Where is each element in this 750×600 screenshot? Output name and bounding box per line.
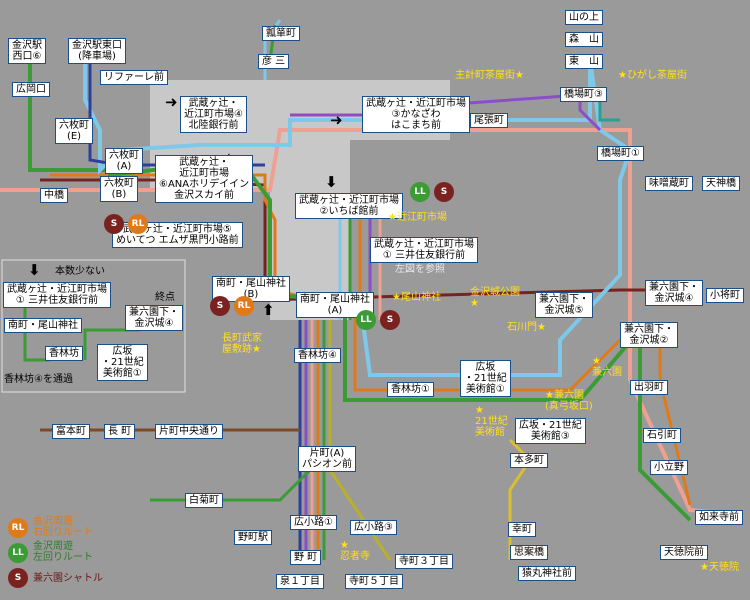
station-hirookaguchi[interactable]: 広岡口 xyxy=(12,82,50,97)
station-misokura[interactable]: 味噌蔵町 xyxy=(645,176,693,191)
badge-rl-meitetsu: RL xyxy=(128,214,148,234)
station-nakahashi[interactable]: 中橋 xyxy=(40,188,68,203)
landmark-nagamachi-samurai: 長町武家 屋敷跡★ xyxy=(222,333,262,355)
inset-title: 本数少ない xyxy=(55,266,105,277)
station-hashibacho3[interactable]: 橋場町③ xyxy=(560,87,607,102)
landmark-tentokuin: ★天徳院 xyxy=(700,562,739,573)
arrow-up-1: ⬆ xyxy=(262,301,275,319)
station-nomachi[interactable]: 野 町 xyxy=(290,550,322,565)
station-rokumaicho-a[interactable]: 六枚町 (A) xyxy=(105,148,143,174)
station-hikoso[interactable]: 彦 三 xyxy=(258,54,290,69)
legend-rl-label: 金沢周遊 右回りルート xyxy=(33,516,93,538)
arrow-down-inset: ⬇ xyxy=(28,261,41,279)
shiraume-line xyxy=(150,468,312,502)
inset-stop-mitsui[interactable]: 武蔵ヶ辻・近江町市場 ① 三井住友銀行前 xyxy=(3,282,111,308)
station-rifare[interactable]: リファーレ前 xyxy=(100,70,168,85)
badge-s-ichiba: S xyxy=(434,182,454,202)
station-katamachi-chuo[interactable]: 片町中央通り xyxy=(155,424,223,439)
station-musashi-mitsui[interactable]: 武蔵ヶ辻・近江町市場 ① 三井住友銀行前 xyxy=(370,237,478,263)
station-teramachi3[interactable]: 寺町３丁目 xyxy=(395,554,453,569)
station-kanazawa-west[interactable]: 金沢駅 西口⑥ xyxy=(8,38,46,64)
shuttle-route xyxy=(40,178,670,302)
badge-s-meitetsu: S xyxy=(104,214,124,234)
arrow-right-1: ➜ xyxy=(165,93,178,111)
badge-rl-minamicho-b: RL xyxy=(234,296,254,316)
station-saiwaicho[interactable]: 幸町 xyxy=(508,522,536,537)
station-ishibikicho[interactable]: 石引町 xyxy=(643,428,681,443)
station-higashiyama[interactable]: 東 山 xyxy=(565,54,603,69)
badge-ll-minamicho-a: LL xyxy=(356,310,376,330)
landmark-kazuemachi-chaya: 主計町茶屋街★ xyxy=(455,70,524,81)
legend-s-badge: S xyxy=(8,568,28,588)
landmark-ninja-temple: ★ 忍者寺 xyxy=(340,540,370,562)
station-kotatsuno[interactable]: 小立野 xyxy=(650,460,688,475)
station-hirosaka-21-1[interactable]: 広坂 ・21世紀 美術館① xyxy=(460,360,511,397)
station-honda[interactable]: 本多町 xyxy=(510,453,548,468)
station-musashi-ana[interactable]: 武蔵ヶ辻・ 近江町市場 ⑥ANAホリデイイン 金沢スカイ前 xyxy=(155,155,254,203)
station-tomimotocho[interactable]: 富本町 xyxy=(52,424,90,439)
station-yamanoue[interactable]: 山の上 xyxy=(565,10,603,25)
station-kenrokuen-shita5[interactable]: 兼六園下・ 金沢城⑤ xyxy=(535,292,593,318)
station-musashi-hokuriku[interactable]: 武蔵ヶ辻・ 近江町市場④ 北陸銀行前 xyxy=(180,96,247,133)
landmark-museum21: ★ 21世紀 美術館 xyxy=(475,405,508,438)
inset-box xyxy=(1,259,186,393)
station-kourinbo4[interactable]: 香林坊④ xyxy=(294,348,341,363)
landmark-kanazawa-castle: 金沢城公園 ★ xyxy=(470,287,520,309)
station-kanazawa-east[interactable]: 金沢駅東口 (降車場) xyxy=(68,38,126,64)
badge-s-minamicho-b: S xyxy=(210,296,230,316)
station-kourinbo1[interactable]: 香林坊① xyxy=(387,382,434,397)
arrow-down-1: ⬇ xyxy=(325,173,338,191)
station-tenjinbashi[interactable]: 天神橋 xyxy=(702,176,740,191)
station-dewamachi[interactable]: 出羽町 xyxy=(630,380,668,395)
station-kenrokuen-shita4[interactable]: 兼六園下・ 金沢城④ xyxy=(645,280,703,306)
station-hirokoji1[interactable]: 広小路① xyxy=(290,515,337,530)
landmark-kenrokuen: ★ 兼六園 xyxy=(592,356,622,378)
station-nyoraiji[interactable]: 如来寺前 xyxy=(695,510,743,525)
note-see-lower: 左図を参照 xyxy=(395,264,445,275)
legend-ll-badge: LL xyxy=(8,543,28,563)
station-shiankyo[interactable]: 思案橋 xyxy=(510,545,548,560)
badge-ll-ichiba: LL xyxy=(410,182,430,202)
station-kazuemachi[interactable]: 瓢箪町 xyxy=(262,26,300,41)
station-hashibacho1[interactable]: 橋場町① xyxy=(597,146,644,161)
inset-stop-kenrokuen[interactable]: 兼六園下・ 金沢城④ xyxy=(125,305,183,331)
station-tentokuin[interactable]: 天徳院前 xyxy=(660,545,708,560)
station-owaricho[interactable]: 尾張町 xyxy=(470,113,508,128)
inset-stop-minamicho[interactable]: 南町・尾山神社 xyxy=(4,318,82,333)
station-kenrokuen-shita2[interactable]: 兼六園下・ 金沢城② xyxy=(620,322,678,348)
station-minamicho-b[interactable]: 南町・尾山神社 (B) xyxy=(212,276,290,302)
station-sarumaru[interactable]: 猿丸神社前 xyxy=(518,566,576,581)
inset-terminal: 終点 xyxy=(155,292,175,303)
badge-s-minamicho-a: S xyxy=(380,310,400,330)
landmark-ishikawa-gate: 石川門★ xyxy=(507,322,546,333)
station-teramachi5[interactable]: 寺町５丁目 xyxy=(345,574,403,589)
station-hirokoji3[interactable]: 広小路③ xyxy=(350,520,397,535)
station-hirosaka-21-3[interactable]: 広坂・21世紀 美術館③ xyxy=(515,418,586,444)
station-rokumaicho-e[interactable]: 六枚町 (E) xyxy=(55,118,93,144)
station-musashi-ichiba[interactable]: 武蔵ヶ辻・近江町市場 ②いちば館前 xyxy=(295,193,403,219)
legend-rl-badge: RL xyxy=(8,518,28,538)
legend-s-label: 兼六園シャトル xyxy=(33,573,103,584)
inset-pass-note: 香林坊④を通過 xyxy=(4,374,73,385)
station-moriyama[interactable]: 森 山 xyxy=(565,32,603,47)
inset-stop-kourinbo[interactable]: 香林坊 xyxy=(45,346,83,361)
inset-stop-hirosaka[interactable]: 広坂 ・21世紀 美術館① xyxy=(97,344,148,381)
landmark-kenrokuen-mayumizaka: ★兼六園 (真弓坂口) xyxy=(545,390,593,412)
landmark-oyama-shrine: ★尾山神社 xyxy=(392,292,441,303)
arrow-right-2: ➜ xyxy=(330,111,343,129)
landmark-omicho-market: ★近江町市場 xyxy=(388,212,447,223)
station-rokumaicho-b[interactable]: 六枚町 (B) xyxy=(100,176,138,202)
station-katamachi-a[interactable]: 片町(A) パシオン前 xyxy=(298,446,356,472)
landmark-higashi-chaya: ★ひがし茶屋街 xyxy=(618,70,687,81)
station-izumi1[interactable]: 泉１丁目 xyxy=(276,574,324,589)
station-kosho[interactable]: 小将町 xyxy=(706,288,744,303)
legend-ll-label: 金沢周遊 左回りルート xyxy=(33,541,93,563)
station-shiraumecho[interactable]: 白菊町 xyxy=(185,493,223,508)
station-nomachi-st[interactable]: 野町駅 xyxy=(234,530,272,545)
inset-line-2 xyxy=(83,328,140,360)
station-nagamachi[interactable]: 長 町 xyxy=(104,424,136,439)
station-musashi-kanazawa[interactable]: 武蔵ヶ辻・近江町市場 ③かなざわ はこまち前 xyxy=(362,96,470,133)
